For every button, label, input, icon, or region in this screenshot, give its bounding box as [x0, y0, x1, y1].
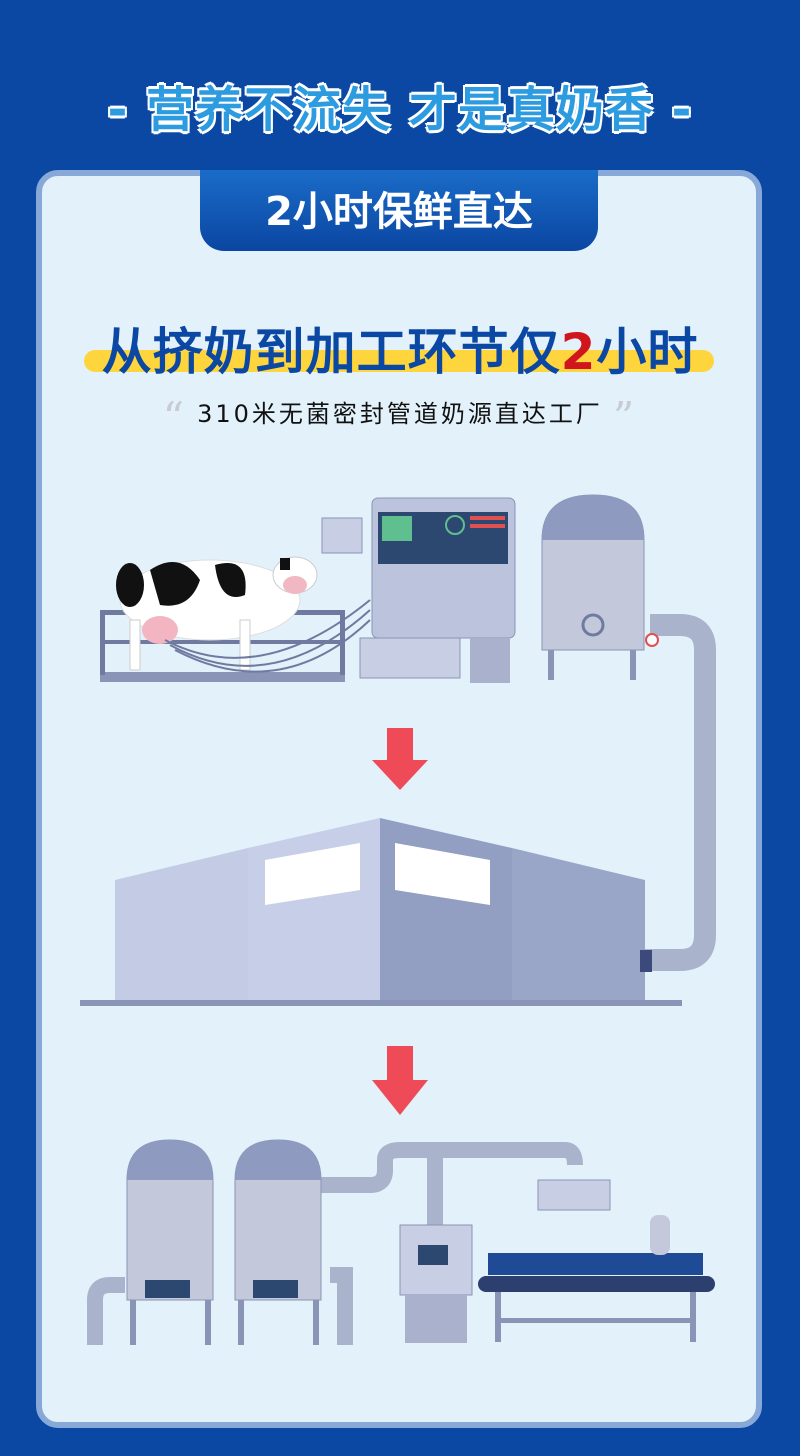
milking-hoses [164, 599, 371, 673]
headline-highlight [84, 350, 714, 372]
subtitle: “ 310米无菌密封管道奶源直达工厂 ” [0, 393, 800, 442]
silo-tank-2 [234, 1139, 322, 1345]
down-arrow-icon [372, 1046, 428, 1115]
storage-tank [541, 494, 659, 680]
process-pipes [87, 1142, 583, 1345]
close-quote-icon: ” [612, 393, 638, 442]
factory-building [80, 818, 682, 1006]
top-title: - 营养不流失 才是真奶香 - [107, 82, 693, 138]
section-tab: 2小时保鲜直达 [200, 170, 598, 251]
silo-tank-1 [126, 1139, 214, 1345]
filling-machine [399, 1224, 473, 1343]
control-machine [321, 497, 516, 683]
headline-prefix: 从挤奶到加工环节仅 [101, 323, 561, 381]
headline-suffix: 小时 [596, 323, 699, 381]
open-quote-icon: “ [162, 393, 188, 442]
down-arrow-icon [372, 728, 428, 790]
conveyor-belt [478, 1179, 715, 1342]
headline-number: 2 [560, 323, 597, 381]
pipeline [645, 614, 716, 971]
cow-icon [116, 556, 318, 671]
headline: 从挤奶到加工环节仅2小时 [0, 312, 800, 384]
subtitle-text: 310米无菌密封管道奶源直达工厂 [197, 400, 603, 428]
